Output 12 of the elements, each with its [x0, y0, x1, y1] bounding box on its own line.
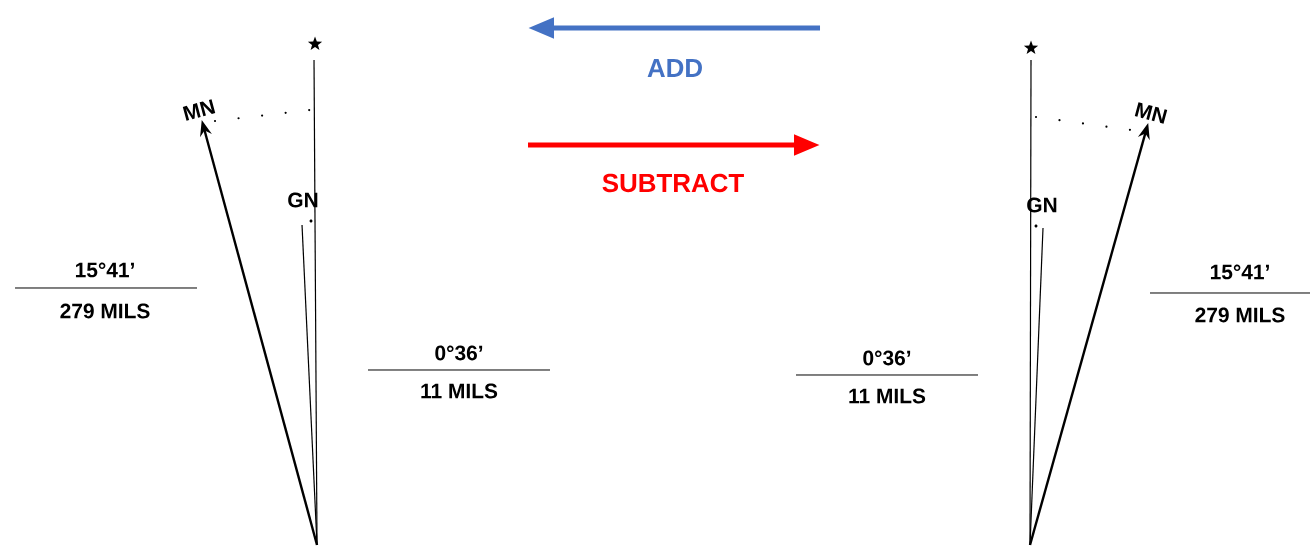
direction-label: MN: [1134, 102, 1168, 124]
angle-value: 0°36’: [435, 345, 483, 361]
mils-value: 279 MILS: [60, 303, 150, 319]
mils-value: 11 MILS: [849, 388, 926, 404]
text-label: ADD: [647, 59, 702, 77]
angle-value: 0°36’: [863, 350, 911, 366]
angle-value: 15°41’: [75, 262, 134, 278]
angle-value: 15°41’: [1210, 264, 1269, 280]
mils-value: 279 MILS: [1195, 307, 1285, 323]
mils-value: 11 MILS: [421, 383, 498, 399]
direction-label: MN: [182, 99, 216, 121]
text-label: SUBTRACT: [602, 173, 744, 193]
